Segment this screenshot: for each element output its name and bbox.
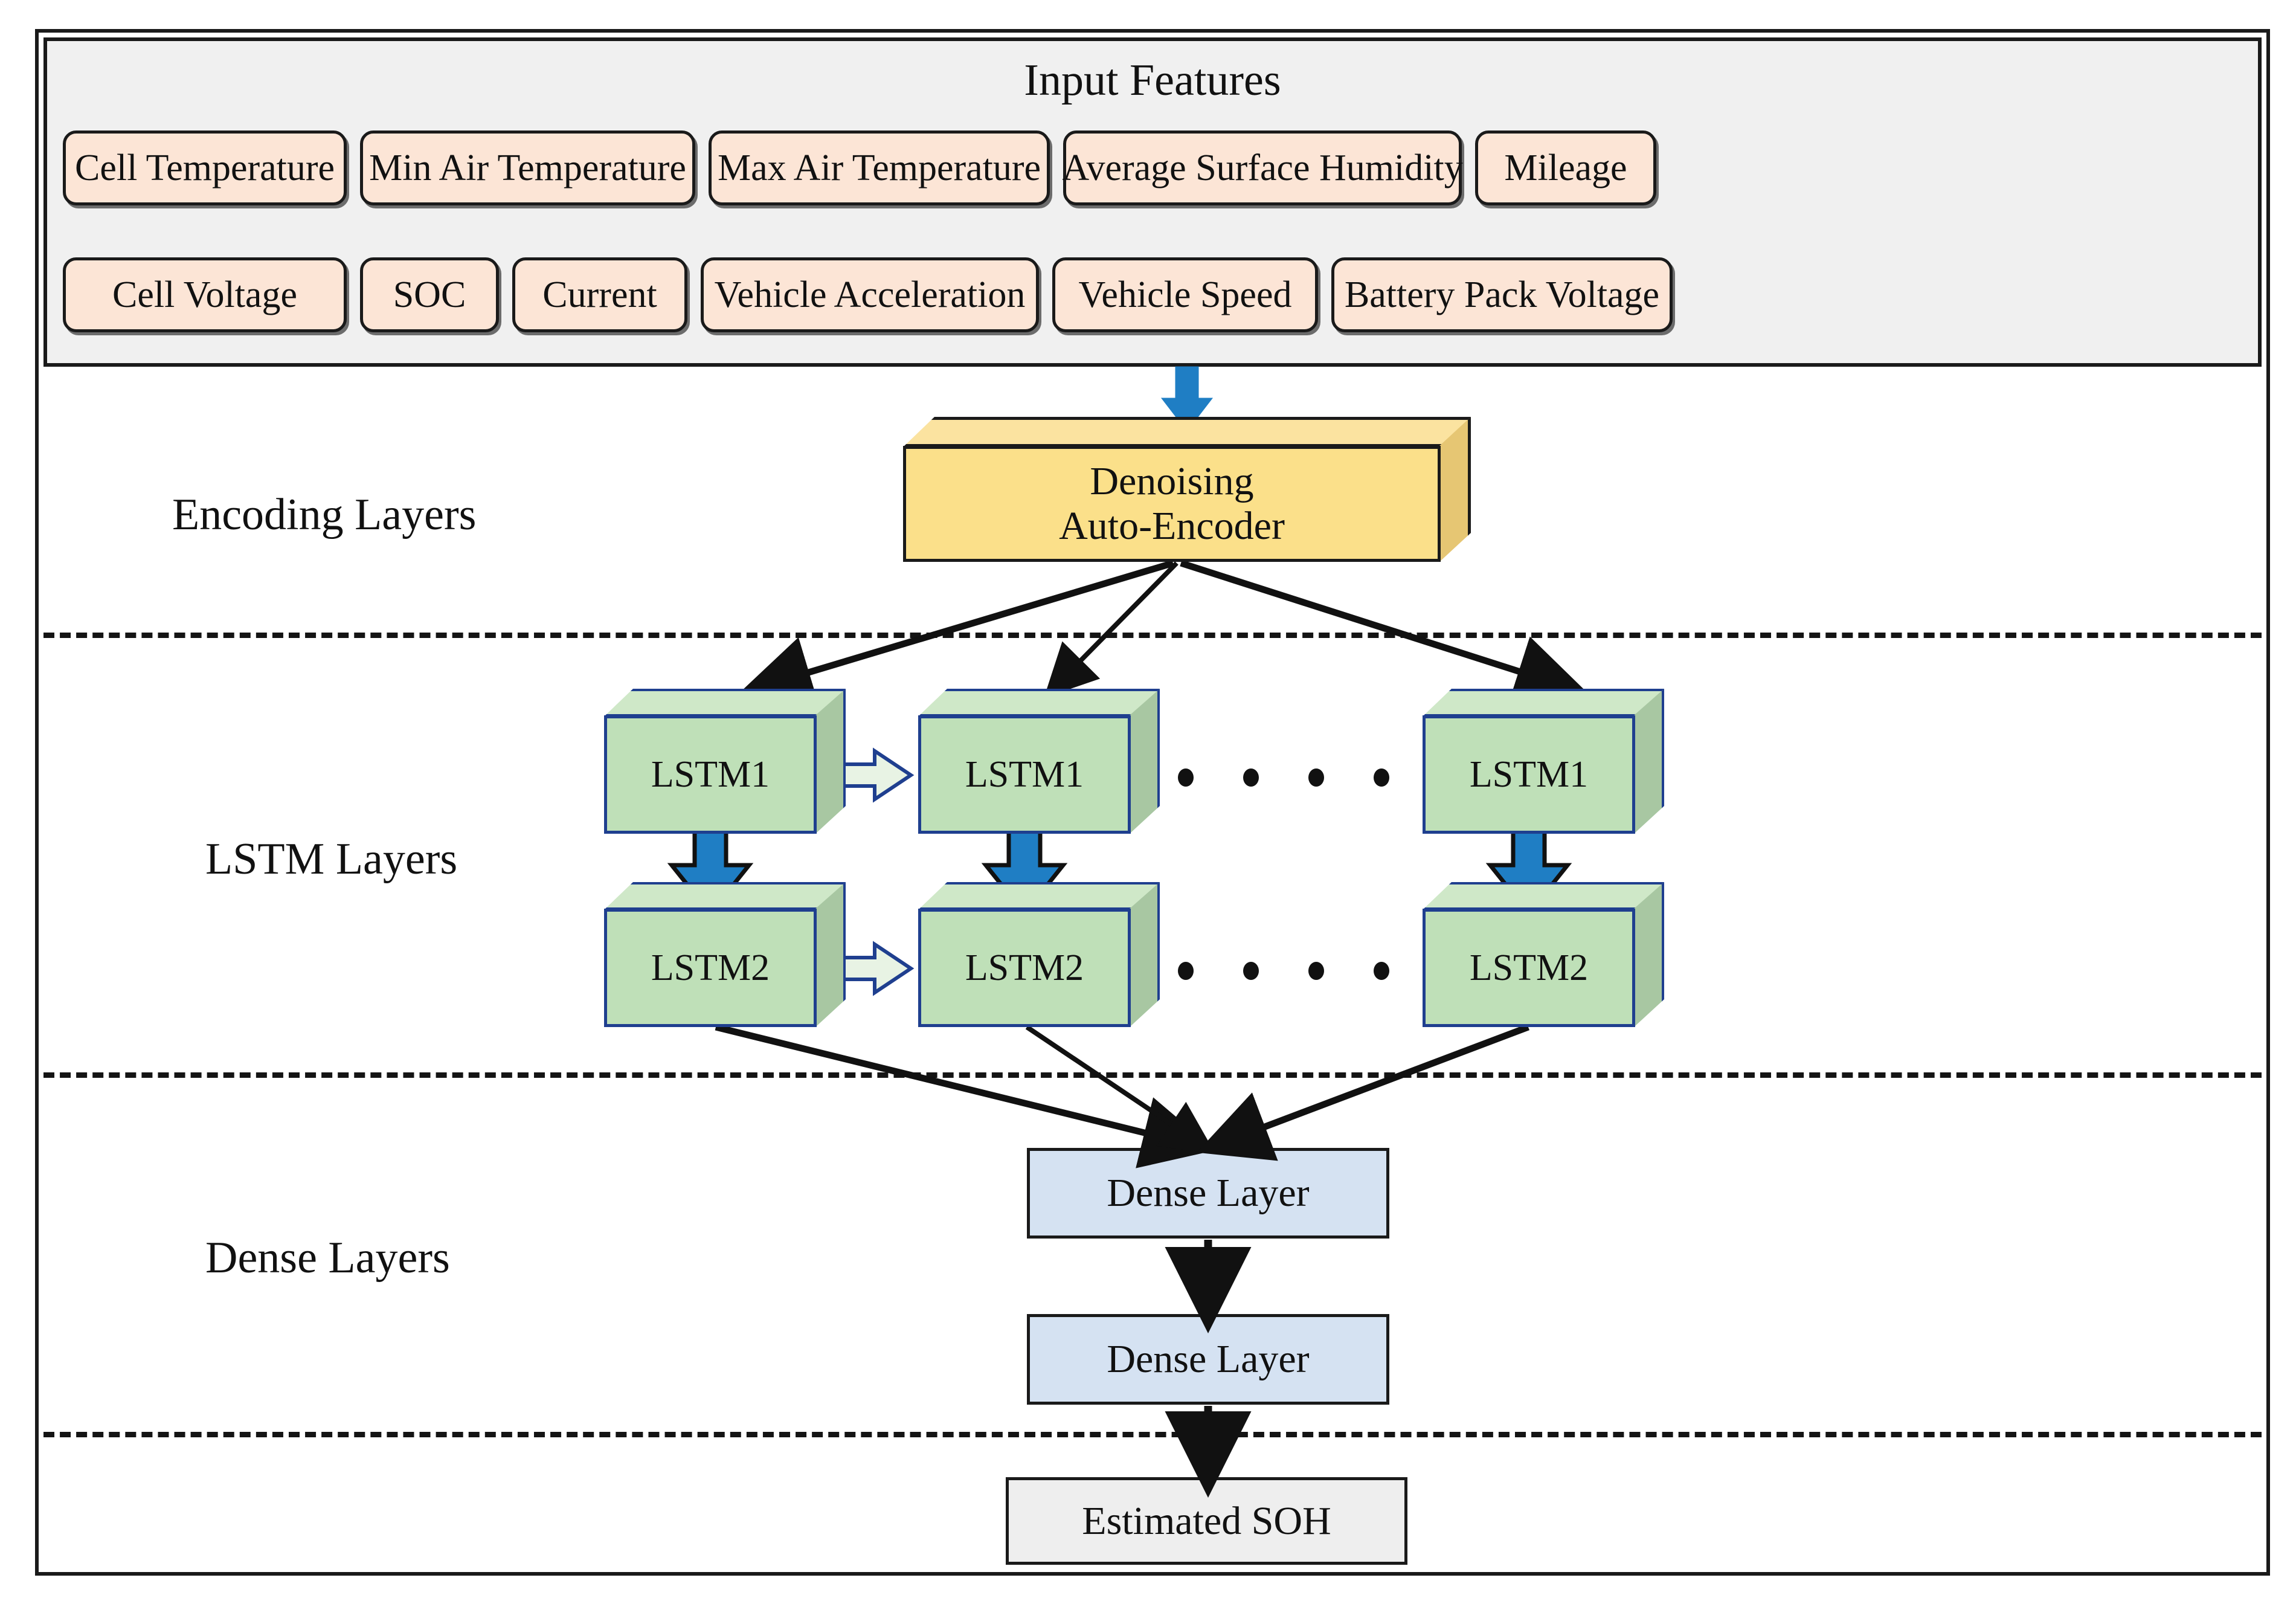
feature-chip-vehicle-speed[interactable]: Vehicle Speed [1052,257,1318,332]
lstm2-col2-front-face: LSTM2 [918,909,1131,1027]
feature-chip-min-air-temperature[interactable]: Min Air Temperature [360,130,695,205]
lstm1-col1-top-face [604,689,846,717]
lstm1-col1-front-face: LSTM1 [604,715,817,834]
encoder-label-line2: Auto-Encoder [1059,504,1285,548]
lstm2-block-col2[interactable]: LSTM2 [918,882,1160,1027]
feature-chip-cell-voltage[interactable]: Cell Voltage [63,257,347,332]
ellipsis-dot [1243,962,1259,980]
encoder-top-face [903,417,1471,447]
ellipsis-dot [1178,962,1194,980]
feature-row-2: Cell Voltage SOC Current Vehicle Acceler… [63,257,1686,332]
feature-chip-battery-pack-voltage[interactable]: Battery Pack Voltage [1331,257,1673,332]
feature-chip-soc[interactable]: SOC [360,257,499,332]
feature-chip-average-surface-humidity[interactable]: Average Surface Humidity [1062,130,1463,205]
separator-lstm-dense [43,1072,2262,1078]
lstm2-col1-front-face: LSTM2 [604,909,817,1027]
encoder-side-face [1439,417,1471,562]
input-features-title: Input Features [1024,56,1281,105]
denoising-auto-encoder-block[interactable]: Denoising Auto-Encoder [903,417,1471,562]
ellipsis-dot [1243,768,1259,787]
encoder-label-line1: Denoising [1090,459,1254,504]
feature-chip-max-air-temperature[interactable]: Max Air Temperature [709,130,1050,205]
lstm2-coln-top-face [1423,882,1664,910]
dense-layer-2[interactable]: Dense Layer [1027,1314,1389,1405]
lstm1-coln-top-face [1423,689,1664,717]
lstm1-col2-front-face: LSTM1 [918,715,1131,834]
lstm1-col2-top-face [918,689,1160,717]
ellipsis-dot [1308,962,1324,980]
lstm2-col2-top-face [918,882,1160,910]
side-label-encoding-layers: Encoding Layers [172,490,477,540]
lstm1-coln-side-face [1634,689,1664,834]
input-features-panel: Input Features Cell Temperature Min Air … [43,37,2262,367]
ellipsis-dot [1374,768,1389,787]
separator-encoding-lstm [43,633,2262,638]
lstm2-row-ellipsis [1178,962,1389,980]
feature-row-1: Cell Temperature Min Air Temperature Max… [63,130,1670,205]
ellipsis-dot [1308,768,1324,787]
separator-dense-output [43,1432,2262,1437]
feature-chip-vehicle-acceleration[interactable]: Vehicle Acceleration [701,257,1039,332]
lstm2-coln-side-face [1634,882,1664,1027]
ellipsis-dot [1374,962,1389,980]
lstm1-block-coln[interactable]: LSTM1 [1423,689,1664,834]
estimated-soh-output[interactable]: Estimated SOH [1006,1477,1407,1565]
lstm1-col2-side-face [1130,689,1160,834]
encoder-front-face: Denoising Auto-Encoder [903,446,1441,562]
side-label-lstm-layers: LSTM Layers [205,834,458,884]
lstm1-row-ellipsis [1178,768,1389,787]
lstm2-block-coln[interactable]: LSTM2 [1423,882,1664,1027]
lstm2-col1-top-face [604,882,846,910]
dense-layer-1[interactable]: Dense Layer [1027,1148,1389,1239]
side-label-dense-layers: Dense Layers [205,1233,450,1283]
ellipsis-dot [1178,768,1194,787]
lstm1-block-col2[interactable]: LSTM1 [918,689,1160,834]
feature-chip-cell-temperature[interactable]: Cell Temperature [63,130,347,205]
lstm2-col2-side-face [1130,882,1160,1027]
lstm1-block-col1[interactable]: LSTM1 [604,689,846,834]
lstm2-block-col1[interactable]: LSTM2 [604,882,846,1027]
feature-chip-current[interactable]: Current [512,257,687,332]
feature-chip-mileage[interactable]: Mileage [1475,130,1656,205]
lstm2-coln-front-face: LSTM2 [1423,909,1635,1027]
lstm1-coln-front-face: LSTM1 [1423,715,1635,834]
